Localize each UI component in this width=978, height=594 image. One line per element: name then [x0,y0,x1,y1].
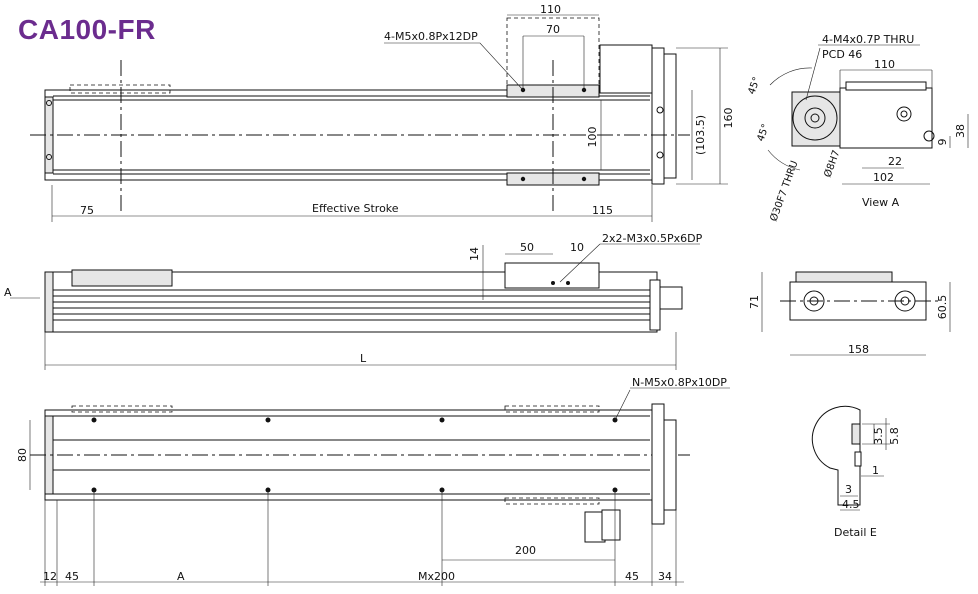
detail-dim-3: 3 [845,483,852,496]
bore-30-label: Ø30F7 THRU [768,159,801,223]
end-dim-158: 158 [848,343,869,356]
bottom-dim-A: A [177,570,185,583]
tap-hole [581,176,587,182]
pcd-circle [792,95,838,141]
mount-hole [439,417,445,423]
view-a-flange [791,91,841,147]
dim-103-5: (103.5) [694,115,707,155]
bottom-dim-80: 80 [16,448,29,462]
dim-160: 160 [722,108,735,129]
bottom-view: N-M5x0.8Px10DP 80 200 12 45 A Mx200 45 3… [16,376,730,586]
side-end-block [71,269,173,287]
callout-side-tap: 2x2-M3x0.5Px6DP [602,232,703,245]
callout-thru: 4-M4x0.7P THRU [822,33,914,46]
detail-dim-1: 1 [872,464,879,477]
mount-hole [265,417,271,423]
top-coupling-cover [599,44,653,94]
callout-bottom-tap: N-M5x0.8Px10DP [632,376,727,389]
dim-75: 75 [80,204,94,217]
side-dim-50: 50 [520,241,534,254]
bottom-dim-45-right: 45 [625,570,639,583]
bottom-dim-200: 200 [515,544,536,557]
end-view: 71 60.5 158 [748,271,951,356]
bore-8-label: Ø8H7 [822,148,843,179]
view-a-dim-22: 22 [888,155,902,168]
effective-stroke-label: Effective Stroke [312,202,399,215]
dim-115: 115 [592,204,613,217]
detail-dim-5-8: 5.8 [888,427,901,445]
tap-hole [520,176,526,182]
end-carriage [795,271,893,283]
view-arrow-a: A [4,286,12,299]
end-dim-71: 71 [748,295,761,309]
dim-110: 110 [540,3,561,16]
dim-100: 100 [586,127,599,148]
end-screw [46,100,52,106]
bottom-dim-45-left: 45 [65,570,79,583]
top-motor-plate [651,47,665,185]
detail-e-label: Detail E [834,526,877,539]
view-a: 45° 45° 4-M4x0.7P THRU PCD 46 110 Ø30F7 … [746,33,969,223]
side-dim-10: 10 [570,241,584,254]
model-title: CA100-FR [18,14,156,45]
view-a-motor-block [839,87,933,149]
top-view: 110 70 4-M5x0.8Px12DP (103.5) 100 160 75… [30,3,735,222]
end-dim-60-5: 60.5 [936,295,949,320]
view-a-dim-110: 110 [874,58,895,71]
detail-dim-4-5: 4.5 [842,498,860,511]
view-a-dim-9: 9 [936,139,949,146]
mount-hole [91,417,97,423]
side-view: 14 50 10 2x2-M3x0.5Px6DP A L [4,232,703,370]
view-a-dim-38: 38 [954,124,967,138]
detail-e: 3.5 5.8 1 3 4.5 Detail E [811,405,901,539]
bottom-dim-34: 34 [658,570,672,583]
angle-45-top: 45° [746,76,762,96]
pcd-label: PCD 46 [822,48,862,61]
top-motor-flange [663,53,677,179]
detail-dim-3-5: 3.5 [872,427,885,445]
dim-70: 70 [546,23,560,36]
bottom-dim-12: 12 [43,570,57,583]
side-dim-14: 14 [468,247,481,261]
end-screw [46,154,52,160]
view-a-dim-102: 102 [873,171,894,184]
bottom-dim-Mx200: Mx200 [418,570,455,583]
view-a-label: View A [862,196,900,209]
side-dim-L: L [360,352,367,365]
callout-top-tap: 4-M5x0.8Px12DP [384,30,478,43]
angle-45-bottom: 45° [755,123,771,143]
